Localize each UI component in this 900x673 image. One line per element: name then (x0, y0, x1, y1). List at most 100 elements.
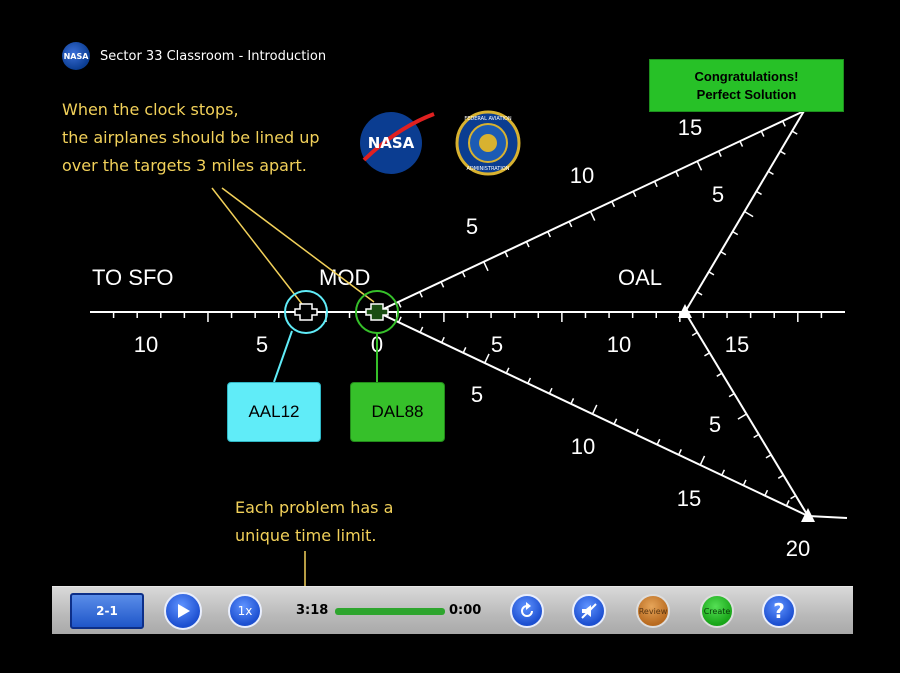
playback-toolbar: 2-1 1x 3:18 0:00 Review Create ? (52, 586, 853, 634)
route-tick (505, 367, 510, 374)
route-tick (777, 474, 784, 479)
title-bar: NASA Sector 33 Classroom - Introduction (62, 42, 326, 70)
speaker-muted-icon (581, 603, 597, 619)
route-tick (781, 120, 786, 127)
route-tick (570, 398, 575, 405)
problem-button[interactable]: 2-1 (70, 593, 144, 629)
route-tick (461, 271, 466, 278)
route-tick (525, 241, 530, 248)
help-button[interactable]: ? (762, 594, 796, 628)
route-tick (675, 170, 680, 178)
reset-button[interactable] (510, 594, 544, 628)
route-tick (634, 428, 639, 435)
route-label: 10 (570, 163, 594, 188)
route-tick (720, 251, 727, 256)
route-tick (483, 261, 489, 272)
route-label: 5 (491, 332, 503, 357)
route-tick (716, 372, 723, 377)
lower-route-labels: 5 10 15 5 20 (471, 382, 810, 561)
route-tick (691, 331, 698, 337)
route-tick (765, 454, 772, 459)
route-tick (708, 271, 715, 276)
route-tick (547, 231, 552, 238)
route-ticks (112, 120, 823, 507)
route-label: 5 (256, 332, 268, 357)
route-tick (744, 210, 754, 218)
route-label: 5 (712, 182, 724, 207)
route-lower-exit (807, 515, 848, 519)
time-progress-fill (335, 608, 445, 615)
reset-icon (521, 602, 533, 617)
status-line-2: Perfect Solution (696, 86, 797, 102)
route-tick (742, 479, 747, 486)
route-tick (760, 130, 765, 137)
window-title: Sector 33 Classroom - Introduction (100, 48, 327, 64)
route-tick (699, 455, 706, 466)
aircraft-tag-aal12[interactable]: AAL12 (227, 382, 321, 442)
route-tick (419, 326, 424, 333)
route-label: 10 (571, 434, 595, 459)
time-progress-bar (335, 608, 445, 615)
route-tick (440, 336, 445, 343)
review-button[interactable]: Review (636, 594, 670, 628)
route-tick (721, 469, 726, 476)
exit-fix-marker (801, 508, 815, 522)
route-tick (696, 291, 703, 296)
route-tick (767, 170, 774, 176)
route-tick (613, 418, 618, 425)
airplane-icon (294, 303, 318, 321)
route-tick (764, 489, 769, 496)
airplane-icon (365, 303, 389, 321)
mute-button[interactable] (572, 594, 606, 628)
route-tick (632, 191, 637, 198)
route-tick (779, 150, 786, 155)
route-label: 15 (725, 332, 749, 357)
instruction-pointers (211, 187, 375, 586)
oal-fix-marker (678, 304, 692, 318)
route-tick (568, 221, 573, 228)
route-tick (728, 392, 735, 398)
play-icon (178, 604, 190, 618)
route-label: 10 (134, 332, 158, 357)
horizontal-route-labels: 10 5 0 5 10 15 (134, 332, 749, 357)
route-tick (591, 404, 598, 415)
play-button[interactable] (164, 592, 202, 630)
time-elapsed: 3:18 (296, 603, 329, 618)
airspace-map: NASA FEDERAL AVIATION ADMINISTRATION TO … (90, 110, 848, 586)
route-tick (785, 500, 790, 507)
route-tick (737, 413, 747, 420)
waypoint-oal: OAL (618, 265, 662, 290)
route-tick (504, 251, 509, 258)
route-tick (696, 160, 703, 171)
instruction-lined-up: When the clock stops, the airplanes shou… (62, 100, 320, 175)
route-tick (739, 140, 744, 147)
aircraft-aal12[interactable] (273, 290, 328, 383)
create-button[interactable]: Create (700, 594, 734, 628)
aircraft-dal88[interactable] (355, 290, 399, 382)
route-tick (397, 316, 402, 323)
route-label: 5 (709, 412, 721, 437)
simulation-stage: NASA FEDERAL AVIATION ADMINISTRATION TO … (52, 36, 853, 634)
status-line-1: Congratulations! (694, 68, 799, 84)
route-label: 5 (466, 214, 478, 239)
route-label: 5 (471, 382, 483, 407)
waypoint-mod: MOD (319, 265, 370, 290)
route-tick (462, 347, 467, 354)
route-tick (732, 230, 739, 236)
faa-seal-text-top: FEDERAL AVIATION (464, 116, 512, 122)
route-tick (440, 281, 445, 288)
nasa-logo: NASA (360, 112, 435, 174)
speed-button[interactable]: 1x (228, 594, 262, 628)
faa-seal: FEDERAL AVIATION ADMINISTRATION (455, 110, 521, 176)
route-label: 20 (786, 536, 810, 561)
aircraft-tag-dal88[interactable]: DAL88 (350, 382, 445, 442)
route-tick (678, 449, 682, 456)
route-label: 15 (678, 115, 702, 140)
route-tick (756, 190, 762, 196)
route-tick (791, 130, 798, 135)
route-tick (653, 181, 658, 188)
route-tick (704, 352, 710, 357)
route-tick (717, 150, 722, 157)
nasa-logo-text: NASA (368, 134, 415, 152)
route-tick (753, 433, 760, 439)
